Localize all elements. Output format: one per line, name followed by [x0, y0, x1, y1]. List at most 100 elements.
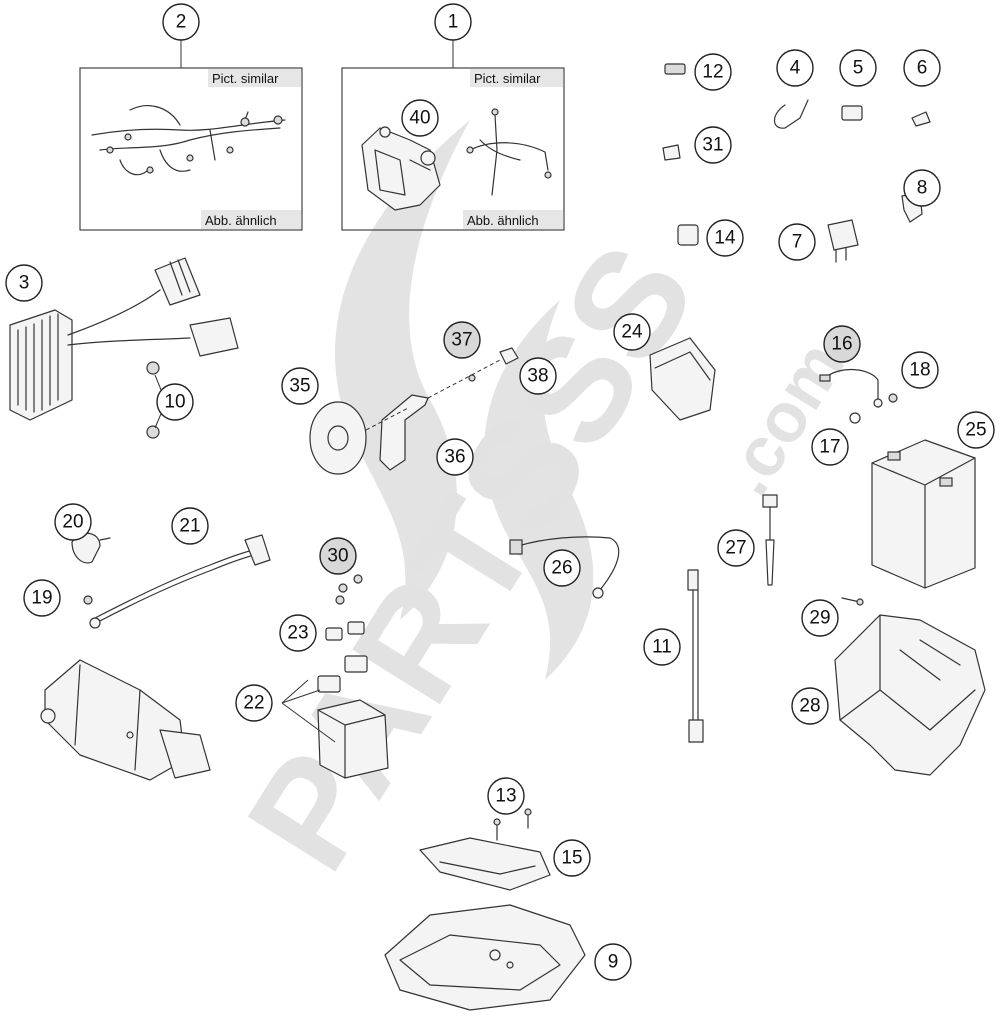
- callout-26: 25: [957, 411, 995, 449]
- svg-text:23: 23: [287, 623, 308, 644]
- cover-part: [649, 337, 716, 421]
- small-parts-group: [662, 63, 931, 263]
- svg-text:1: 1: [448, 12, 459, 33]
- callout-21: 21: [171, 507, 209, 545]
- cable-part: [509, 536, 620, 599]
- svg-text:26: 26: [551, 558, 572, 579]
- battery-holder-part: [834, 597, 986, 776]
- battery-cable-part: [819, 368, 898, 424]
- callout-10: 10: [156, 383, 194, 421]
- callout-15: 15: [553, 839, 591, 877]
- svg-text:25: 25: [965, 420, 986, 441]
- callout-24: 24: [613, 313, 651, 351]
- callout-38: 38: [519, 357, 557, 395]
- callout-23: 23: [279, 614, 317, 652]
- svg-text:28: 28: [799, 696, 820, 717]
- abb-aehnlich-tag: Abb. ähnlich: [201, 210, 301, 229]
- svg-text:Pict. similar: Pict. similar: [212, 71, 279, 86]
- holder-bracket-part: [361, 126, 441, 211]
- voltage-regulator-part: [9, 257, 239, 421]
- callout-2: 2: [162, 3, 200, 41]
- callout-17: 17: [811, 428, 849, 466]
- callout-35: 35: [281, 367, 319, 405]
- screws-part: [146, 361, 160, 439]
- tray-part: [384, 904, 586, 1011]
- svg-text:7: 7: [792, 232, 803, 253]
- ecu-bracket-part: [419, 808, 551, 891]
- callout-3: 3: [5, 264, 43, 302]
- svg-text:12: 12: [702, 62, 723, 83]
- callout-40: 40: [401, 99, 439, 137]
- wiring-part: [466, 108, 552, 196]
- svg-text:37: 37: [451, 330, 472, 351]
- callout-25: 26: [543, 549, 581, 587]
- battery-part: [871, 439, 976, 589]
- svg-text:16: 16: [831, 334, 852, 355]
- callout-20: 20: [54, 503, 92, 541]
- svg-text:29: 29: [809, 608, 830, 629]
- svg-text:35: 35: [289, 376, 310, 397]
- svg-text:20: 20: [62, 512, 83, 533]
- callout-30: 30: [319, 537, 357, 575]
- callout-1: 1: [434, 3, 472, 41]
- callout-28: 28: [791, 687, 829, 725]
- svg-text:17: 17: [819, 437, 840, 458]
- svg-text:3: 3: [19, 273, 30, 294]
- svg-text:13: 13: [495, 786, 516, 807]
- callout-29: 29: [801, 599, 839, 637]
- svg-text:38: 38: [527, 366, 548, 387]
- svg-text:36: 36: [444, 447, 465, 468]
- svg-text:4: 4: [790, 58, 801, 79]
- callout-37: 37: [443, 321, 481, 359]
- svg-text:18: 18: [909, 360, 930, 381]
- callout-18: 18: [901, 351, 939, 389]
- svg-text:6: 6: [917, 58, 928, 79]
- callout-4: 4: [776, 49, 814, 87]
- svg-text:Pict. similar: Pict. similar: [474, 71, 541, 86]
- callout-8: 8: [903, 169, 941, 207]
- callout-9: 9: [594, 943, 632, 981]
- svg-text:24: 24: [621, 322, 643, 343]
- svg-text:30: 30: [327, 546, 348, 567]
- svg-text:11: 11: [652, 637, 672, 658]
- abb-aehnlich-tag: Abb. ähnlich: [463, 210, 563, 229]
- svg-text:15: 15: [561, 848, 582, 869]
- svg-text:5: 5: [853, 58, 864, 79]
- callout-19: 19: [23, 579, 61, 617]
- callout-11: 11: [643, 628, 681, 666]
- inset-box-holder: Pict. similar Abb. ähnlich: [341, 40, 565, 231]
- callout-13: 13: [487, 777, 525, 815]
- svg-text:21: 21: [179, 516, 200, 537]
- callout-16: 16: [823, 325, 861, 363]
- wiring-harness-part: [91, 105, 286, 176]
- callout-12: 12: [694, 53, 732, 91]
- callout-7: 7: [778, 223, 816, 261]
- starter-motor-part: [40, 659, 211, 781]
- svg-text:19: 19: [31, 588, 52, 609]
- svg-text:9: 9: [608, 952, 619, 973]
- inset-box-wiring-harness: Pict. similar Abb. ähnlich: [79, 40, 303, 231]
- callout-27: 27: [717, 529, 755, 567]
- watermark-text: PARTSSS: [215, 217, 727, 897]
- svg-text:10: 10: [164, 392, 185, 413]
- callout-31: 31: [694, 126, 732, 164]
- callout-36: 36: [436, 438, 474, 476]
- svg-text:31: 31: [702, 135, 723, 156]
- callouts: 2 1 40 12 4 5 6 31 8 14 7 3 24 37 16 38 …: [5, 3, 995, 981]
- fuse-part: [762, 494, 778, 586]
- callout-5: 5: [839, 49, 877, 87]
- svg-text:Abb. ähnlich: Abb. ähnlich: [205, 213, 277, 228]
- svg-text:27: 27: [725, 538, 746, 559]
- svg-text:40: 40: [409, 108, 430, 129]
- callout-22: 22: [235, 684, 273, 722]
- svg-text:Abb. ähnlich: Abb. ähnlich: [467, 213, 539, 228]
- watermark: PARTSSS .com: [215, 120, 859, 897]
- horn-part: [309, 347, 519, 475]
- svg-text:22: 22: [243, 693, 264, 714]
- svg-text:2: 2: [176, 12, 187, 33]
- svg-text:8: 8: [917, 178, 928, 199]
- pict-similar-tag: Pict. similar: [208, 69, 301, 87]
- callout-14: 14: [706, 219, 744, 257]
- pict-similar-tag: Pict. similar: [470, 69, 563, 87]
